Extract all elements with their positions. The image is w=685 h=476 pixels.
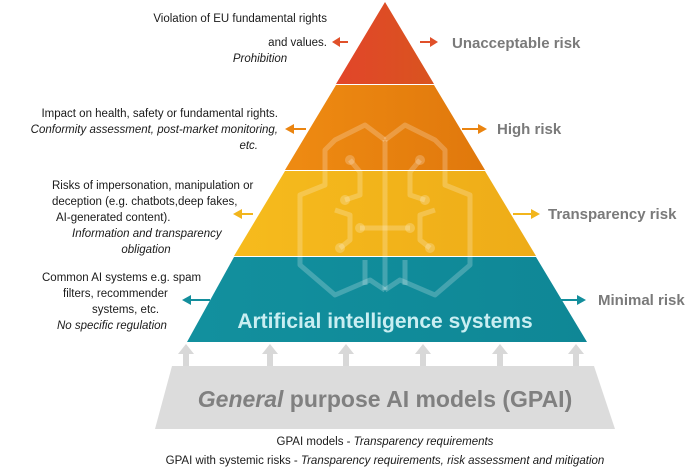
svg-text:Common AI systems e.g. spam: Common AI systems e.g. spam — [42, 272, 201, 284]
level-unacceptable: Violation of EU fundamental rights and v… — [153, 13, 581, 65]
band-unacceptable — [336, 2, 434, 84]
arrow-right-icon — [513, 209, 540, 219]
gpai-label-rest: purpose AI models (GPAI) — [283, 386, 572, 412]
gpai-label-italic: General — [198, 386, 284, 412]
arrow-right-icon — [560, 295, 586, 305]
desc-line: systems, etc. — [92, 304, 159, 316]
arrow-left-icon — [182, 295, 210, 305]
obligation-line: Conformity assessment, post-market monit… — [31, 124, 278, 136]
svg-text:deception (e.g. chatbots,deep: deception (e.g. chatbots,deep fakes, — [52, 196, 237, 208]
svg-text:and values.: and values. — [268, 37, 327, 49]
desc-line: and values. — [268, 37, 327, 49]
svg-text:Prohibition: Prohibition — [233, 53, 287, 65]
obligation-line: No specific regulation — [57, 320, 167, 332]
obligation-line: Information and transparency — [72, 228, 223, 240]
footer-requirement: Transparency requirements — [354, 436, 494, 448]
svg-text:Impact on health, safety or fu: Impact on health, safety or fundamental … — [41, 108, 278, 120]
arrow-left-icon — [285, 124, 306, 134]
risk-label-unacceptable: Unacceptable risk — [452, 35, 581, 52]
band-transparency — [234, 171, 536, 256]
arrow-right-icon — [462, 124, 487, 134]
svg-text:Information and transparency: Information and transparency — [72, 228, 223, 240]
svg-text:Violation of EU fundamental ri: Violation of EU fundamental rights — [153, 13, 327, 25]
svg-text:AI-generated content).: AI-generated content). — [56, 212, 170, 224]
circuit-nodes — [335, 155, 435, 253]
svg-text:Risks of impersonation, manipu: Risks of impersonation, manipulation or — [52, 180, 254, 192]
gpai-label: General purpose AI models (GPAI) — [198, 386, 572, 412]
level-transparency: Risks of impersonation, manipulation or … — [52, 180, 677, 256]
svg-text:No specific regulation: No specific regulation — [57, 320, 167, 332]
obligation-line: obligation — [121, 244, 170, 256]
desc-line: filters, recommender — [63, 288, 168, 300]
svg-text:etc.: etc. — [239, 140, 258, 152]
footer-label: GPAI models - — [277, 436, 354, 448]
arrow-right-icon — [420, 37, 438, 47]
desc-line: deception (e.g. chatbots,deep fakes, — [52, 196, 237, 208]
svg-text:systems, etc.: systems, etc. — [92, 304, 159, 316]
footer-requirement: Transparency requirements, risk assessme… — [301, 455, 604, 467]
risk-label-transparency: Transparency risk — [548, 206, 677, 223]
svg-text:obligation: obligation — [121, 244, 170, 256]
desc-line: Impact on health, safety or fundamental … — [41, 108, 278, 120]
band-high — [285, 85, 485, 170]
desc-line: Risks of impersonation, manipulation or — [52, 180, 254, 192]
ai-systems-label: Artificial intelligence systems — [237, 310, 532, 333]
brain-circuit-icon — [297, 122, 473, 298]
gpai-up-arrows — [178, 344, 584, 366]
arrow-left-icon — [332, 37, 348, 47]
svg-text:Conformity assessment, post-ma: Conformity assessment, post-market monit… — [31, 124, 278, 136]
level-minimal: Common AI systems e.g. spam filters, rec… — [42, 272, 685, 332]
obligation-line: Prohibition — [233, 53, 287, 65]
desc-line: Violation of EU fundamental rights — [153, 13, 327, 25]
obligation-line: etc. — [239, 140, 258, 152]
svg-text:filters, recommender: filters, recommender — [63, 288, 168, 300]
footer-line-gpai: GPAI models - Transparency requirements — [277, 436, 494, 448]
arrow-left-icon — [233, 209, 253, 219]
risk-label-minimal: Minimal risk — [598, 292, 685, 309]
risk-label-high: High risk — [497, 121, 562, 138]
desc-line: AI-generated content). — [56, 212, 170, 224]
footer-line-systemic: GPAI with systemic risks - Transparency … — [166, 455, 605, 467]
gpai-base — [155, 366, 615, 429]
footer-label: GPAI with systemic risks - — [166, 455, 301, 467]
band-minimal — [187, 257, 587, 342]
desc-line: Common AI systems e.g. spam — [42, 272, 201, 284]
level-high: Impact on health, safety or fundamental … — [31, 108, 562, 152]
